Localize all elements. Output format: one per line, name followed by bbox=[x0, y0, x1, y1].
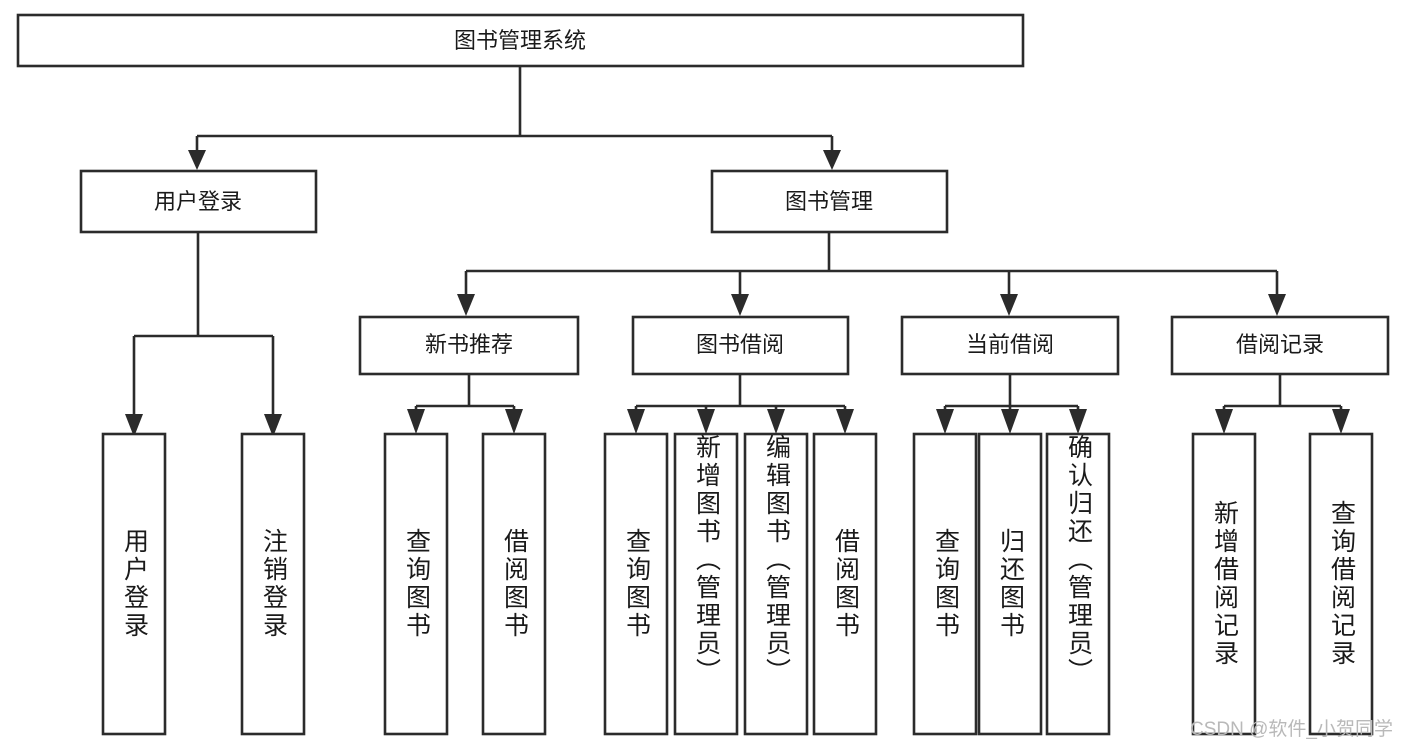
arrow-head-icon bbox=[1001, 409, 1019, 434]
arrow-head-icon bbox=[1215, 409, 1233, 434]
arrow-head-icon bbox=[823, 150, 841, 170]
arrow-head-icon bbox=[936, 409, 954, 434]
root-label: 图书管理系统 bbox=[454, 28, 586, 53]
arrow-head-icon bbox=[188, 150, 206, 170]
connector-new-book-recommend-to-leaves bbox=[407, 374, 523, 434]
leaf-box-add-book-admin[interactable] bbox=[673, 432, 739, 736]
arrow-head-icon bbox=[731, 294, 749, 316]
borrow-record-box[interactable] bbox=[1170, 315, 1390, 376]
arrow-head-icon bbox=[697, 409, 715, 434]
connector-book-borrow-to-leaves bbox=[627, 374, 854, 434]
leaf-box-add-borrow-record[interactable] bbox=[1191, 432, 1257, 736]
connector-current-borrow-to-leaves bbox=[936, 374, 1087, 434]
arrow-head-icon bbox=[1332, 409, 1350, 434]
connector-borrow-record-to-leaves bbox=[1215, 374, 1350, 434]
leaf-box-query-book-current[interactable] bbox=[912, 432, 978, 736]
current-borrow-label: 当前借阅 bbox=[966, 332, 1054, 357]
leaf-box-return-book[interactable] bbox=[977, 432, 1043, 736]
node-root[interactable]: 图书管理系统 bbox=[16, 13, 1025, 68]
arrow-head-icon bbox=[264, 414, 282, 437]
leaf-box-borrow-book[interactable] bbox=[812, 432, 878, 736]
arrow-head-icon bbox=[767, 409, 785, 434]
leaf-box-borrow-book-rec[interactable] bbox=[481, 432, 547, 736]
node-book-borrow[interactable]: 图书借阅 bbox=[631, 315, 850, 376]
leaf-box-user-login[interactable] bbox=[101, 432, 167, 736]
arrow-head-icon bbox=[1268, 294, 1286, 316]
book-management-label: 图书管理 bbox=[785, 189, 873, 214]
arrow-head-icon bbox=[125, 414, 143, 437]
arrow-head-icon bbox=[1069, 409, 1087, 434]
user-login-label: 用户登录 bbox=[154, 189, 242, 214]
arrow-head-icon bbox=[407, 409, 425, 434]
book-borrow-box[interactable] bbox=[631, 315, 850, 376]
new-book-recommend-label: 新书推荐 bbox=[425, 332, 513, 357]
root-box[interactable] bbox=[16, 13, 1025, 68]
connector-book-management-to-level3 bbox=[457, 232, 1286, 316]
node-book-management[interactable]: 图书管理 bbox=[710, 169, 949, 234]
node-current-borrow[interactable]: 当前借阅 bbox=[900, 315, 1120, 376]
connector-root-to-level2 bbox=[188, 66, 841, 170]
arrow-head-icon bbox=[627, 409, 645, 434]
node-user-login[interactable]: 用户登录 bbox=[79, 169, 318, 234]
connector-user-login-to-leaves bbox=[125, 232, 282, 437]
leaf-box-query-borrow-record[interactable] bbox=[1308, 432, 1374, 736]
leaf-box-query-book-rec[interactable] bbox=[383, 432, 449, 736]
arrow-head-icon bbox=[457, 294, 475, 316]
leaf-box-confirm-return-admin[interactable] bbox=[1045, 432, 1111, 736]
node-new-book-recommend[interactable]: 新书推荐 bbox=[358, 315, 580, 376]
arrow-head-icon bbox=[1000, 294, 1018, 316]
arrow-head-icon bbox=[505, 409, 523, 434]
arrow-head-icon bbox=[836, 409, 854, 434]
current-borrow-box[interactable] bbox=[900, 315, 1120, 376]
leaf-box-logout[interactable] bbox=[240, 432, 306, 736]
borrow-record-label: 借阅记录 bbox=[1236, 332, 1324, 357]
watermark-text: CSDN @软件_小贺同学 bbox=[1190, 719, 1393, 740]
user-login-box[interactable] bbox=[79, 169, 318, 234]
book-borrow-label: 图书借阅 bbox=[696, 332, 784, 357]
leaf-box-edit-book-admin[interactable] bbox=[743, 432, 809, 736]
new-book-recommend-box[interactable] bbox=[358, 315, 580, 376]
node-borrow-record[interactable]: 借阅记录 bbox=[1170, 315, 1390, 376]
leaf-box-query-book-borrow[interactable] bbox=[603, 432, 669, 736]
